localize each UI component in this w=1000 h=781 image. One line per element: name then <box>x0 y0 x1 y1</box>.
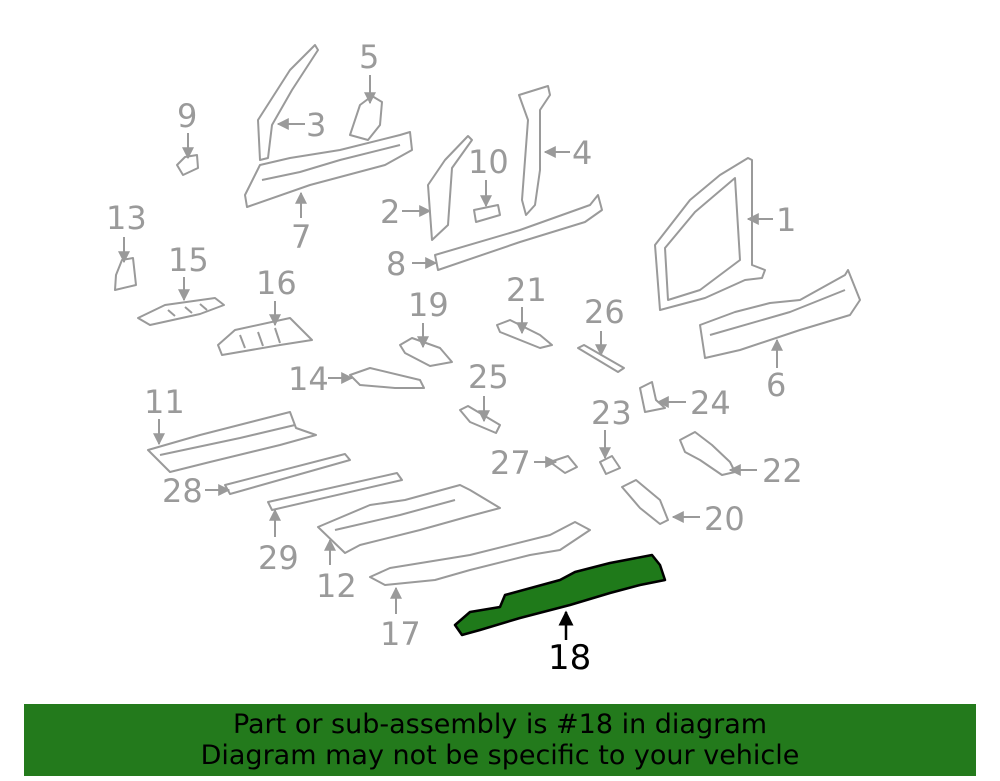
callout-28: 28 <box>162 472 203 510</box>
callout-16: 16 <box>256 264 297 302</box>
callout-7: 7 <box>291 218 311 256</box>
callout-1: 1 <box>776 201 796 239</box>
callout-numbers: 1 2 3 4 5 6 7 8 9 10 11 12 13 14 15 16 1… <box>106 38 803 678</box>
callout-19: 19 <box>408 286 449 324</box>
part-1 <box>654 157 766 311</box>
part-23 <box>599 455 621 475</box>
banner-line-1: Part or sub-assembly is #18 in diagram <box>232 709 768 740</box>
part-4 <box>518 85 551 216</box>
leader-lines <box>118 75 783 640</box>
part-10 <box>473 204 501 223</box>
callout-14: 14 <box>288 360 329 398</box>
callout-10: 10 <box>468 143 509 181</box>
callout-15: 15 <box>168 241 209 279</box>
callout-17: 17 <box>380 615 421 653</box>
part-18[interactable] <box>453 553 667 637</box>
callout-23: 23 <box>591 394 632 432</box>
callout-4: 4 <box>572 134 592 172</box>
part-13 <box>114 257 137 291</box>
part-7 <box>244 131 413 208</box>
parts-diagram: 1 2 3 4 5 6 7 8 9 10 11 12 13 14 15 16 1… <box>106 38 861 678</box>
callout-5: 5 <box>359 38 379 76</box>
part-22 <box>679 431 736 476</box>
callout-13: 13 <box>106 199 147 237</box>
banner-line-2: Diagram may not be specific to your vehi… <box>200 740 800 771</box>
part-17 <box>369 521 591 586</box>
callout-29: 29 <box>258 539 299 577</box>
callout-11: 11 <box>144 383 185 421</box>
part-25 <box>459 405 501 434</box>
part-26 <box>577 344 625 373</box>
part-15 <box>137 297 225 326</box>
callout-9: 9 <box>177 97 197 135</box>
part-5 <box>349 95 383 141</box>
callout-26: 26 <box>584 293 625 331</box>
part-2 <box>427 135 473 241</box>
part-8 <box>434 194 603 271</box>
callout-22: 22 <box>762 452 803 490</box>
callout-21: 21 <box>506 271 547 309</box>
callout-25: 25 <box>468 358 509 396</box>
callout-18: 18 <box>548 638 591 678</box>
part-16 <box>217 317 313 356</box>
part-3 <box>257 44 319 161</box>
part-12 <box>317 484 501 554</box>
callout-6: 6 <box>766 366 786 404</box>
callout-12: 12 <box>316 567 357 605</box>
part-24 <box>639 381 666 413</box>
callout-24: 24 <box>690 384 731 422</box>
part-11 <box>147 411 317 473</box>
part-27 <box>549 455 578 474</box>
callout-2: 2 <box>380 193 400 231</box>
callout-20: 20 <box>704 500 745 538</box>
part-6 <box>699 269 861 359</box>
part-14 <box>349 367 425 389</box>
part-19 <box>399 337 453 367</box>
notice-banner: Part or sub-assembly is #18 in diagram D… <box>24 704 976 776</box>
part-21 <box>496 319 553 349</box>
part-29 <box>267 472 403 511</box>
callout-8: 8 <box>386 245 406 283</box>
callout-3: 3 <box>306 106 326 144</box>
part-20 <box>621 479 669 525</box>
callout-27: 27 <box>490 444 531 482</box>
